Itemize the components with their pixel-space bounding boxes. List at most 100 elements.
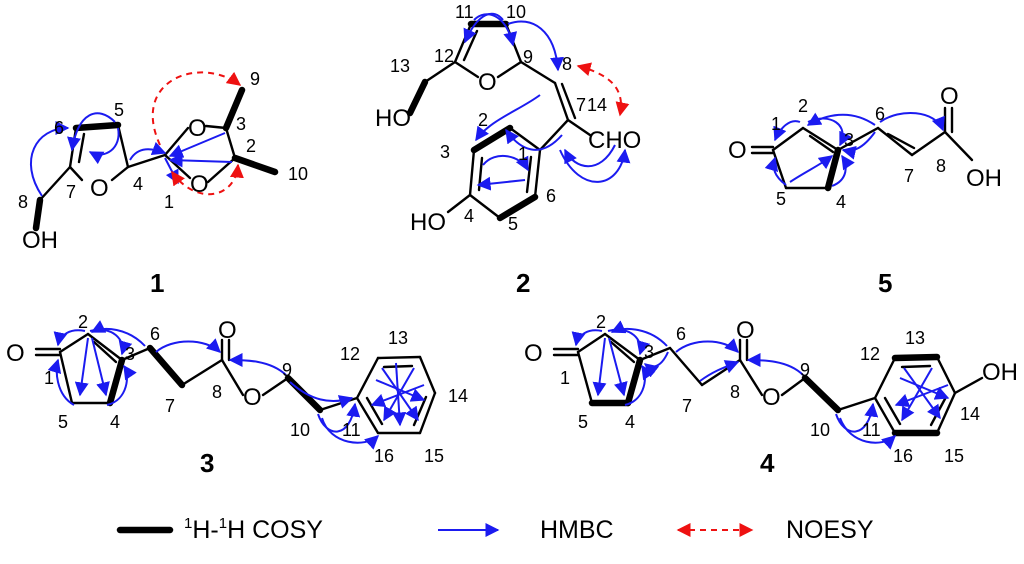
c5-num-7: 7 [904,166,914,186]
c3-o-keto: O [6,340,25,367]
compound-5: O O OH 1 2 3 4 5 6 7 8 5 [728,83,1002,298]
c3-num-9: 9 [282,360,292,380]
c2-num-1: 1 [518,144,528,164]
c2-num-12: 12 [434,46,454,66]
c5-num-6: 6 [875,104,885,124]
legend-hmbc: HMBC [438,516,614,544]
cosy-sup-2: 1 [219,515,227,532]
c4-num-9: 9 [800,360,810,380]
c3-num-3: 3 [125,344,135,364]
c2-o-ring: O [478,69,497,96]
c4-num-10: 10 [810,420,830,440]
c3-num-8: 8 [212,382,222,402]
compound-2-noesy [576,62,630,117]
c4-num-14: 14 [960,404,980,424]
hmbc-label: HMBC [540,516,614,544]
c2-num-14: 14 [587,95,607,115]
c2-num-4: 4 [464,206,474,226]
c1-num-2: 2 [246,136,256,156]
noesy-label: NOESY [786,516,874,544]
c4-num-16: 16 [893,446,913,466]
c3-num-10: 10 [290,420,310,440]
c2-num-13: 13 [390,56,410,76]
c2-num-3: 3 [440,142,450,162]
compound-4: O O O OH 1 2 3 4 5 6 7 8 9 10 11 12 13 1… [524,312,1018,478]
c2-num-11: 11 [455,2,474,22]
c1-num-10: 10 [288,164,308,184]
c2-ho-top: HO [375,105,411,132]
cosy-sup-1: 1 [184,515,192,532]
legend: 1H-1H COSY HMBC NOESY [116,515,874,544]
c4-o-keto: O [524,340,543,367]
compound-5-bonds [750,106,974,192]
c3-num-12: 12 [340,344,360,364]
cosy-h-1: H- [192,516,218,544]
compound-5-label: 5 [878,268,892,298]
c4-num-11: 11 [862,420,881,440]
c3-o-carbonyl: O [218,317,237,344]
compound-2-hmbc [463,12,631,191]
compound-2-label: 2 [516,268,530,298]
c4-oh: OH [982,359,1018,386]
c1-oh: OH [22,227,58,254]
c5-num-8: 8 [936,156,946,176]
c4-num-15: 15 [944,446,964,466]
c5-num-3: 3 [844,130,854,150]
c3-num-7: 7 [165,396,175,416]
c5-num-5: 5 [776,189,786,209]
c2-num-10: 10 [506,2,526,22]
c4-num-7: 7 [682,396,692,416]
c2-num-6: 6 [546,186,556,206]
c4-num-13: 13 [905,328,925,348]
c4-num-3: 3 [644,342,654,362]
c4-num-5: 5 [578,412,588,432]
c2-num-7: 7 [576,95,586,115]
compound-1-noesy [151,71,244,196]
cosy-label: 1H-1H COSY [184,515,323,544]
c3-num-2: 2 [78,312,88,332]
c5-num-4: 4 [836,192,846,212]
c2-num-5: 5 [508,214,518,234]
c2-num-2: 2 [478,110,488,130]
c3-num-15: 15 [424,446,444,466]
compound-1-bonds [32,86,279,232]
c3-num-1: 1 [44,368,54,388]
c1-num-8: 8 [18,192,28,212]
c1-num-6: 6 [54,118,64,138]
compound-3-hmbc [47,320,426,450]
c4-o-carbonyl: O [736,317,755,344]
compound-4-label: 4 [760,448,775,478]
legend-noesy: NOESY [676,516,874,544]
c1-num-5: 5 [114,100,124,120]
c4-num-8: 8 [730,382,740,402]
c5-num-2: 2 [798,96,808,116]
c3-o-ester: O [243,384,262,411]
c1-o-a: O [188,115,207,142]
c1-num-7: 7 [66,182,76,202]
c3-num-14: 14 [448,386,468,406]
c1-o-b: O [190,171,209,198]
c4-num-4: 4 [625,412,635,432]
c1-num-4: 4 [133,174,143,194]
c4-num-1: 1 [560,368,570,388]
c4-num-2: 2 [596,312,606,332]
c3-num-16: 16 [374,446,394,466]
c2-num-8: 8 [562,54,572,74]
c3-num-5: 5 [58,412,68,432]
compound-4-hmbc [571,320,950,450]
c2-cho: CHO [588,127,641,154]
c3-num-4: 4 [110,412,120,432]
cosy-h-2: H COSY [227,516,323,544]
legend-cosy: 1H-1H COSY [116,515,323,544]
c2-num-9: 9 [523,47,533,67]
c5-oh: OH [966,165,1002,192]
compound-1: O O O OH 1 2 3 4 5 6 7 8 9 10 1 [18,69,308,298]
c3-num-13: 13 [388,328,408,348]
compound-2: O HO CHO HO 1 2 3 4 5 6 7 8 9 10 11 12 1… [375,2,641,298]
c2-ho-bottom: HO [410,209,446,236]
c4-num-6: 6 [676,324,686,344]
c5-num-1: 1 [771,114,781,134]
c1-o-ring: O [90,175,109,202]
